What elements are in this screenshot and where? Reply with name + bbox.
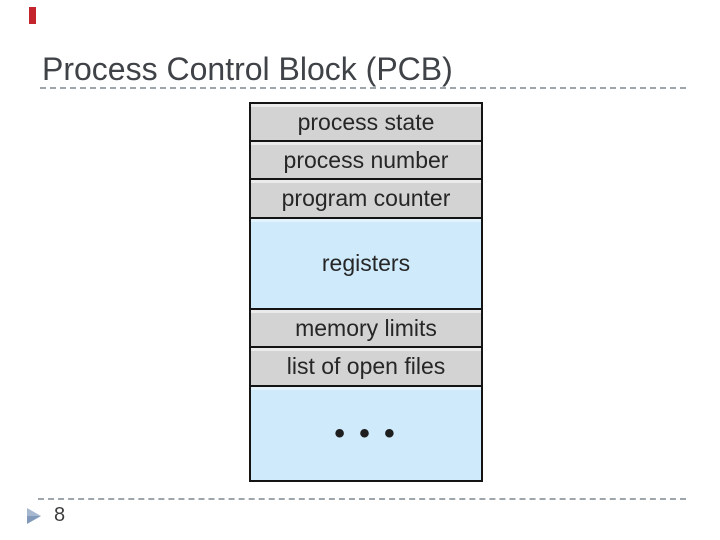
- page-number: 8: [54, 504, 66, 526]
- title-divider: [40, 87, 686, 89]
- pcb-row-process-number: process number: [251, 140, 481, 178]
- pcb-row-registers: registers: [251, 217, 481, 308]
- pcb-row-memory-limits: memory limits: [251, 308, 481, 346]
- pcb-row-program-counter: program counter: [251, 178, 481, 217]
- page-title: Process Control Block (PCB): [42, 51, 453, 87]
- pcb-row-open-files: list of open files: [251, 346, 481, 385]
- pcb-row-ellipsis: • • •: [251, 385, 481, 480]
- bullet-triangle-icon: [27, 508, 41, 524]
- footer-divider: [38, 498, 686, 500]
- pcb-row-process-state: process state: [251, 104, 481, 140]
- pcb-diagram: process state process number program cou…: [249, 102, 483, 482]
- red-marker: [29, 7, 36, 24]
